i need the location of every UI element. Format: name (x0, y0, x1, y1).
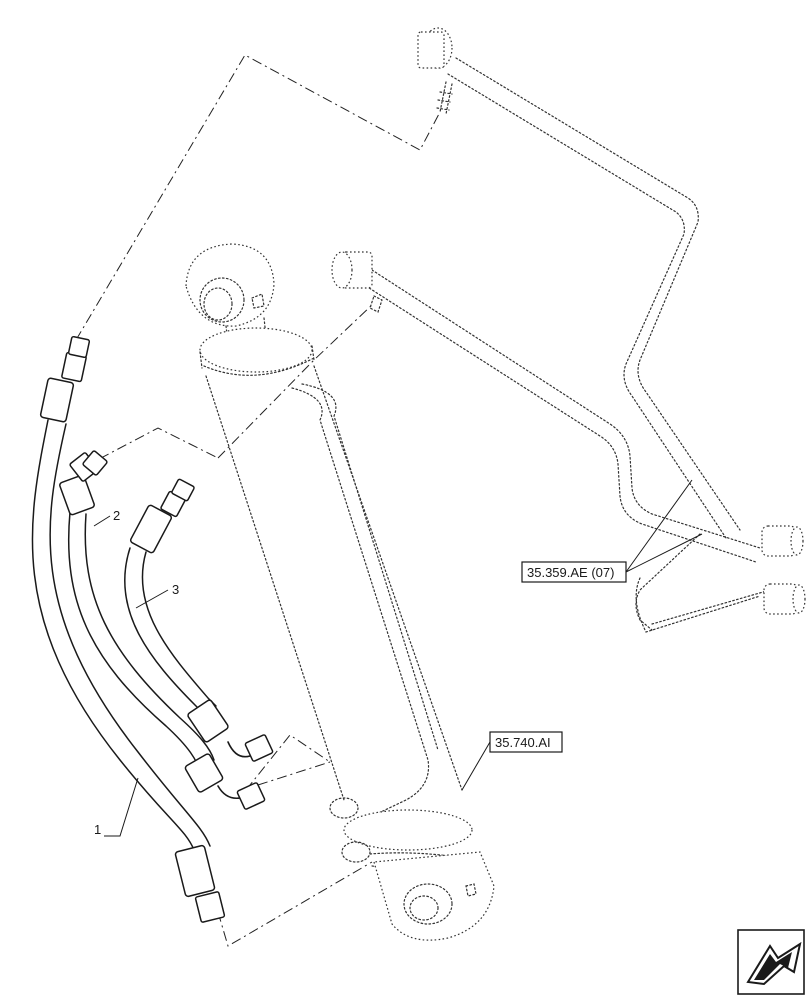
callout-item-2: 2 (113, 508, 120, 523)
callout-leaders (93, 479, 703, 837)
reference-label-top[interactable]: 35.359.AE (07) (527, 565, 614, 580)
callout-item-3: 3 (172, 582, 179, 597)
hose-2 (59, 450, 266, 810)
reference-label-cylinder[interactable]: 35.740.AI (495, 735, 551, 750)
ghost-upper-tube (417, 27, 741, 539)
hose-1 (31, 335, 226, 923)
assembly-guide-lines (75, 54, 441, 947)
ghost-middle-tube (331, 251, 806, 633)
callout-item-1: 1 (94, 822, 101, 837)
ghost-hydraulic-cylinder (185, 243, 495, 941)
reference-box-cylinder[interactable]: 35.740.AI (489, 731, 563, 753)
reference-box-top[interactable]: 35.359.AE (07) (521, 561, 627, 583)
hose-3 (124, 478, 274, 762)
arrow-navigation-icon[interactable] (737, 929, 805, 995)
